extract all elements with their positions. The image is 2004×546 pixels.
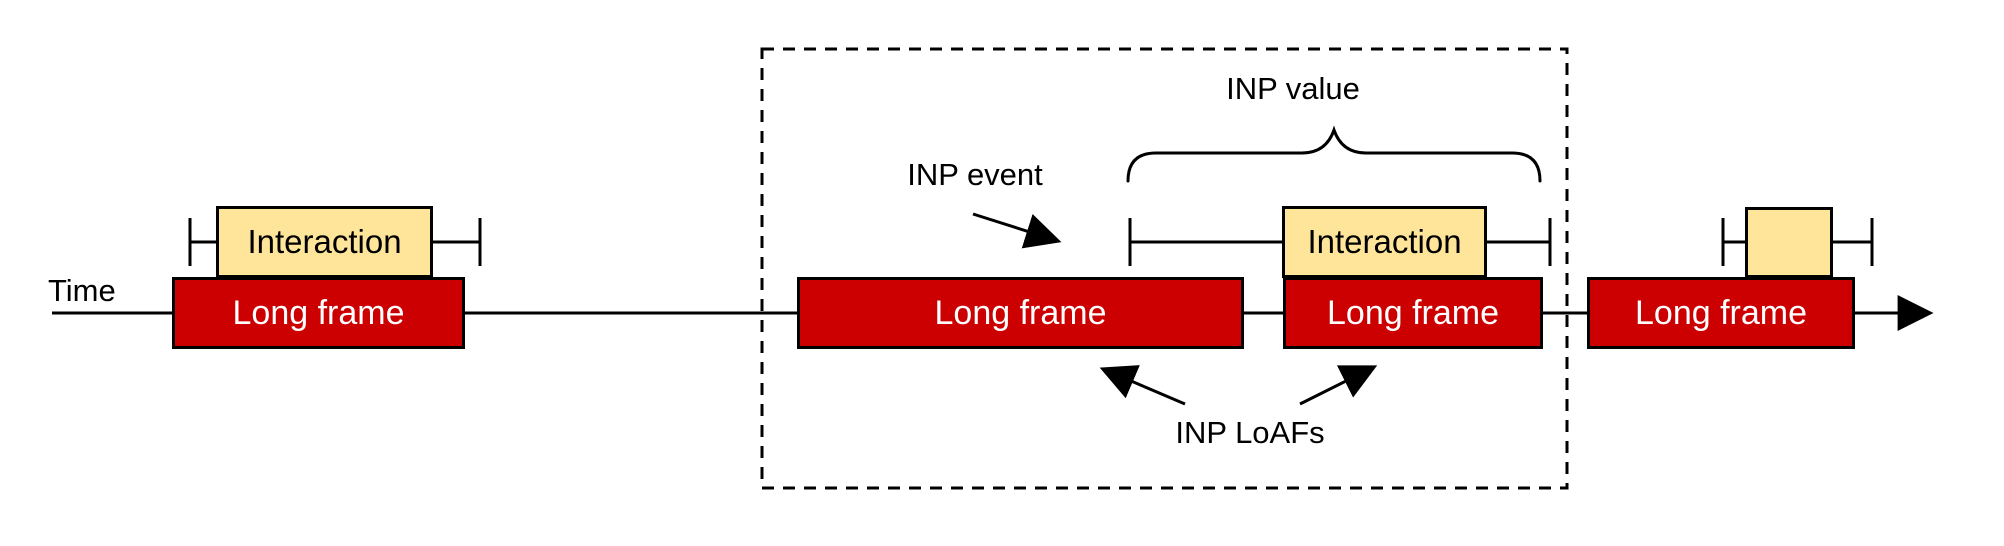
time-axis-label: Time (48, 273, 116, 308)
inp-scope-dashed-box (760, 47, 1569, 490)
interaction-2-label: Interaction (1307, 223, 1462, 260)
long-frame-1: Long frame (172, 277, 465, 349)
inp-event-arrow (972, 212, 1062, 249)
interaction-1: Interaction (216, 206, 433, 278)
interaction-1-whiskers (188, 218, 482, 266)
inp-value-label: INP value (1226, 71, 1360, 106)
long-frame-3-label: Long frame (1327, 293, 1499, 332)
inp-loafs-label: INP LoAFs (1175, 415, 1325, 450)
inp-value-brace (1126, 125, 1542, 183)
interaction-2: Interaction (1282, 206, 1487, 278)
long-frame-3: Long frame (1283, 277, 1543, 349)
interaction-1-label: Interaction (247, 223, 402, 260)
inp-event-label: INP event (907, 157, 1043, 192)
long-frame-2: Long frame (797, 277, 1244, 349)
long-frame-1-label: Long frame (232, 293, 405, 332)
inp-loaf-arrow-left (1099, 365, 1186, 406)
interaction-3-whiskers (1721, 218, 1874, 266)
long-frame-4: Long frame (1587, 277, 1855, 349)
interaction-2-whiskers (1128, 218, 1552, 266)
interaction-3 (1745, 207, 1833, 278)
inp-loaf-arrow-right (1299, 365, 1378, 406)
long-frame-4-label: Long frame (1635, 293, 1807, 332)
long-frame-2-label: Long frame (934, 293, 1107, 332)
